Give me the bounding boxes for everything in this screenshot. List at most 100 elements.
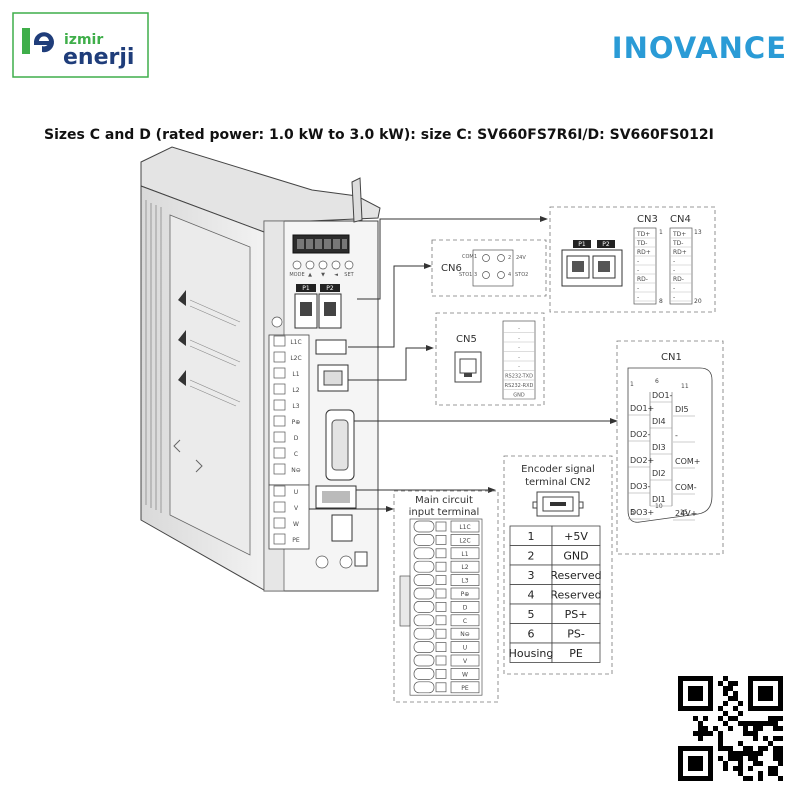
cn3-pin-num-1: 1 — [659, 229, 663, 236]
encoder-connector-icon — [532, 491, 584, 517]
qr-code-icon — [675, 673, 787, 785]
key-label-shift: ◄ — [334, 272, 338, 278]
servo-drive-illustration: MODE ▲ ▼ ◄ SET P1 P2 — [140, 146, 381, 592]
main-terminal-label: N⊖ — [460, 631, 470, 638]
front-terminal-screw — [273, 533, 286, 545]
encoder-pin-signal: Reserved — [550, 589, 601, 602]
cn4-pin: - — [673, 258, 675, 265]
key-label-down: ▼ — [321, 272, 325, 278]
izmir-enerji-logo: izmir enerji — [12, 12, 149, 78]
main-terminal-label: V — [463, 658, 468, 665]
encoder-pin-signal: Reserved — [550, 569, 601, 582]
keypad: MODE ▲ ▼ ◄ SET — [289, 260, 355, 278]
cn4-pin-num-13: 13 — [694, 229, 702, 236]
main-terminal-label: P⊕ — [461, 591, 470, 598]
led-display — [292, 234, 350, 254]
port-label-p1: P1 — [302, 285, 310, 292]
front-terminal-label: L1 — [292, 371, 299, 378]
main-terminal-label: U — [463, 645, 467, 652]
cn6-pin-2: 2 — [508, 255, 511, 261]
cn34-port-p2: P2 — [602, 241, 610, 248]
cn6-label: CN6 — [441, 263, 462, 274]
cn1-callout: CN1 1 6 11 5 10 15 DO1+DO2-DO2+DO3-DO3+D… — [616, 340, 724, 555]
cn1-pin: DO1- — [652, 391, 673, 400]
ie-mark-icon — [22, 28, 54, 54]
cn5-pin: RS232-RXD — [505, 383, 534, 389]
cn1-pin: DI5 — [675, 405, 689, 414]
front-terminal-label: V — [294, 505, 299, 512]
cn5-pin: - — [518, 345, 520, 351]
down-key[interactable] — [318, 260, 328, 270]
ground-symbol-icon — [271, 316, 283, 328]
cn1-label: CN1 — [661, 352, 682, 363]
cn3-pin: RD+ — [637, 249, 651, 256]
cn1-pin: - — [675, 431, 678, 440]
cn6-pin-4: 4 — [508, 272, 511, 278]
front-terminal-screw — [273, 517, 286, 529]
shift-key[interactable] — [331, 260, 341, 270]
cn3-pin: RD- — [637, 276, 648, 283]
inovance-brand: INOVANCE — [612, 31, 787, 65]
heatsink-fins — [145, 200, 162, 513]
main-terminal-label: L2C — [459, 537, 470, 544]
encoder-pin-number: 5 — [528, 608, 535, 621]
encoder-pin-number: 2 — [528, 550, 535, 563]
key-label-set: SET — [344, 272, 354, 278]
cn1-num-6: 6 — [655, 378, 659, 385]
cn1-num-11: 11 — [681, 383, 689, 390]
set-key[interactable] — [344, 260, 354, 270]
encoder-pin-number: 1 — [528, 530, 535, 543]
up-key[interactable] — [305, 260, 315, 270]
encoder-title-line2: terminal CN2 — [525, 477, 591, 488]
main-terminal-label: L3 — [461, 578, 468, 585]
cn1-pin: DI3 — [652, 443, 666, 452]
front-terminal-label: D — [294, 435, 299, 442]
page-title: Sizes C and D (rated power: 1.0 kW to 3.… — [44, 127, 714, 143]
cn3-label: CN3 — [637, 214, 658, 225]
warning-icon — [178, 290, 186, 386]
cn1-pin: DI2 — [652, 469, 666, 478]
cn6-callout: CN6 COM 1 2 24V STO1 3 4 STO2 — [431, 239, 547, 297]
front-terminal-screw — [273, 415, 286, 427]
cn1-pin: 24V+ — [675, 509, 697, 518]
cn3-pin: TD+ — [636, 231, 650, 238]
cn6-pin-sto1: STO1 — [459, 272, 472, 278]
front-terminal-label: P⊕ — [292, 419, 301, 426]
key-label-mode: MODE — [289, 272, 304, 278]
front-terminal-screw — [273, 399, 286, 411]
main-circuit-title-line1: Main circuit — [415, 495, 473, 506]
cn6-pin-sto2: STO2 — [515, 272, 528, 278]
cn5-pin: GND — [513, 393, 525, 399]
front-terminal-label: L1C — [290, 339, 301, 346]
cn3-pin: - — [637, 294, 639, 301]
cn1-num-15: 15 — [680, 509, 688, 516]
cn1-pin: DO2+ — [630, 456, 654, 465]
ethernet-ports: P1 P2 — [294, 284, 342, 329]
cn4-pin-num-20: 20 — [694, 298, 702, 305]
encoder-pin-number: 4 — [528, 589, 535, 602]
main-terminal-label: W — [462, 671, 468, 678]
cn4-pin: TD+ — [672, 231, 686, 238]
cn6-pin-24v: 24V — [516, 255, 526, 261]
cn1-pin: DO1+ — [630, 404, 654, 413]
cn4-pin: - — [673, 267, 675, 274]
key-label-up: ▲ — [308, 272, 312, 278]
cn5-pin: - — [518, 336, 520, 342]
front-terminal-label: U — [294, 489, 298, 496]
encoder-pin-signal: +5V — [564, 530, 588, 543]
cn5-pin: - — [518, 326, 520, 332]
front-terminal-label: L3 — [292, 403, 299, 410]
mode-key[interactable] — [292, 260, 302, 270]
cn4-label: CN4 — [670, 214, 691, 225]
main-terminal-label: D — [463, 604, 468, 611]
front-terminal-screw — [273, 335, 286, 347]
encoder-pin-signal: PE — [569, 647, 583, 660]
main-terminal-label: L1 — [461, 551, 468, 558]
main-terminal-label: PE — [461, 685, 469, 692]
front-terminal-screw — [273, 447, 286, 459]
encoder-pin-signal: GND — [563, 550, 588, 563]
cn1-pin: DI4 — [652, 417, 666, 426]
logo-text-top: izmir — [64, 32, 103, 48]
